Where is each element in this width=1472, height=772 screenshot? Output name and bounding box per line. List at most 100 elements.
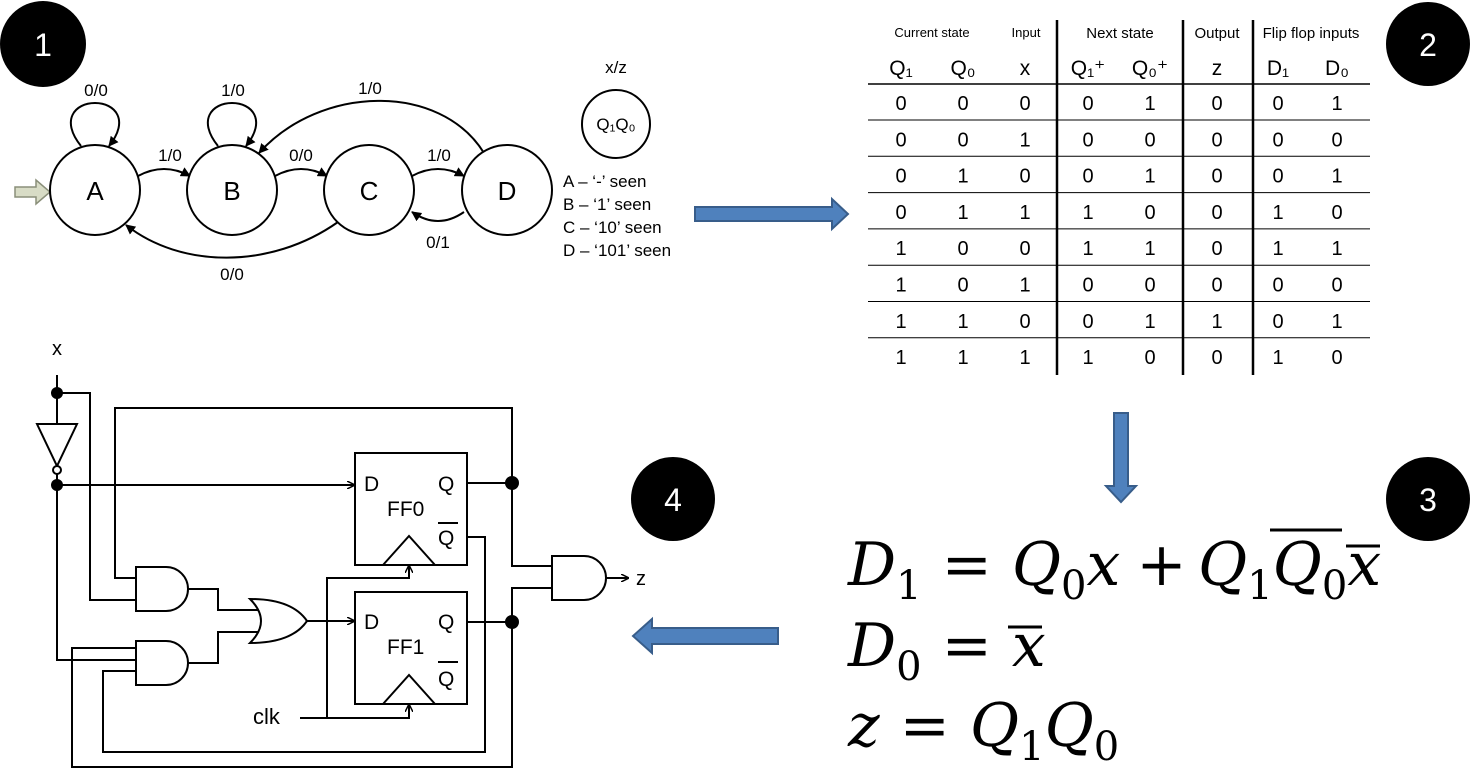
eq1-q1-sub: 1 bbox=[1247, 563, 1272, 609]
table-cell: 1 bbox=[1019, 129, 1030, 151]
table-cell: 0 bbox=[1019, 238, 1030, 260]
table-cell: 1 bbox=[957, 202, 968, 224]
table-cell: 0 bbox=[1144, 129, 1155, 151]
table-cell: 0 bbox=[895, 93, 906, 115]
wire-q0-to-out-and bbox=[511, 483, 552, 567]
table-cell: 1 bbox=[895, 311, 906, 333]
loop-a bbox=[69, 101, 121, 147]
eq1-d: D bbox=[847, 530, 896, 600]
table-column-header: Q₀⁺ bbox=[1132, 57, 1168, 80]
table-cell: 1 bbox=[1082, 238, 1093, 260]
table-cell: 1 bbox=[1331, 166, 1342, 188]
step-badge-4-label: 4 bbox=[664, 482, 682, 518]
eq3-equals: = bbox=[900, 691, 950, 761]
table-cell: 0 bbox=[895, 129, 906, 151]
label-a-b: 1/0 bbox=[158, 146, 182, 165]
table-cell: 1 bbox=[1272, 238, 1283, 260]
table-cell: 1 bbox=[957, 347, 968, 369]
state-c-label: C bbox=[360, 176, 379, 206]
table-cell: 1 bbox=[1272, 347, 1283, 369]
table-cell: 1 bbox=[1272, 202, 1283, 224]
wire-clk-to-ff0 bbox=[326, 566, 409, 718]
state-b bbox=[186, 144, 278, 236]
edge-d-c bbox=[411, 211, 465, 222]
legend-label: x/z bbox=[605, 58, 627, 77]
table-cell: 0 bbox=[1211, 166, 1222, 188]
table-cell: 0 bbox=[1272, 311, 1283, 333]
equation-d0: D0=x bbox=[847, 611, 1046, 690]
table-cell: 1 bbox=[1144, 238, 1155, 260]
step-badge-2: 2 bbox=[1386, 2, 1470, 86]
table-cell: 0 bbox=[1082, 275, 1093, 297]
state-a-label: A bbox=[86, 176, 104, 206]
wire-and2-to-or bbox=[188, 631, 258, 664]
eq3-q0: Q bbox=[1045, 691, 1094, 761]
state-d-label: D bbox=[498, 176, 517, 206]
flip-flop-ff1: D Q FF1 Q bbox=[354, 591, 468, 705]
legend-state-label: Q₁Q₀ bbox=[596, 115, 635, 134]
table-cell: 1 bbox=[1019, 347, 1030, 369]
eq1-equals: = bbox=[942, 530, 992, 600]
equation-z: z=Q1Q0 bbox=[847, 691, 1119, 770]
state-b-label: B bbox=[223, 176, 240, 206]
edge-b-c bbox=[274, 167, 328, 177]
table-cell: 0 bbox=[1082, 93, 1093, 115]
eq1-d-sub: 1 bbox=[896, 563, 921, 609]
edge-a-b bbox=[137, 167, 191, 177]
state-desc-c: C – ‘10’ seen bbox=[563, 218, 662, 237]
table-cell: 1 bbox=[1211, 311, 1222, 333]
table-cell: 0 bbox=[1019, 93, 1030, 115]
wire-x-to-and1 bbox=[57, 392, 136, 601]
eq1-q0-sub: 0 bbox=[1061, 563, 1086, 609]
table-cell: 0 bbox=[1144, 275, 1155, 297]
ff1-name: FF1 bbox=[387, 636, 424, 659]
group-input: Input bbox=[1012, 25, 1041, 40]
eq1-plus: + bbox=[1136, 530, 1186, 600]
table-cell: 0 bbox=[1331, 129, 1342, 151]
table-cell: 1 bbox=[895, 275, 906, 297]
group-next-state: Next state bbox=[1086, 25, 1154, 42]
table-cell: 1 bbox=[1331, 311, 1342, 333]
ff1-qbar-label: Q bbox=[438, 668, 454, 691]
table-cell: 0 bbox=[1019, 166, 1030, 188]
step-badge-1-label: 1 bbox=[34, 27, 52, 63]
wire-q1-feedback bbox=[71, 622, 513, 768]
table-column-header: Q₁ bbox=[889, 57, 912, 80]
table-cell: 0 bbox=[1272, 275, 1283, 297]
state-desc-b: B – ‘1’ seen bbox=[563, 195, 651, 214]
legend-state bbox=[581, 89, 651, 159]
state-c bbox=[323, 144, 415, 236]
group-flip-flop-inputs: Flip flop inputs bbox=[1263, 25, 1360, 42]
or-gate bbox=[247, 597, 309, 645]
ff0-qbar-label: Q bbox=[438, 527, 454, 550]
label-b-self: 1/0 bbox=[221, 81, 245, 100]
table-cell: 1 bbox=[957, 311, 968, 333]
equation-d1: D1=Q0x+ Q1Q0x bbox=[847, 528, 1381, 609]
step-badge-3: 3 bbox=[1386, 457, 1470, 541]
table-cell: 0 bbox=[1082, 311, 1093, 333]
eq1-q0bar-sub: 0 bbox=[1322, 563, 1347, 609]
table-cell: 0 bbox=[1019, 311, 1030, 333]
flow-arrow-right bbox=[694, 196, 850, 232]
svg-text:D0=x: D0=x bbox=[847, 611, 1046, 690]
eq3-q0-sub: 0 bbox=[1094, 724, 1119, 770]
table-cell: 0 bbox=[1211, 347, 1222, 369]
label-c-a: 0/0 bbox=[220, 265, 244, 284]
table-cell: 0 bbox=[895, 166, 906, 188]
svg-text:D1=Q0x+: D1=Q0x+ bbox=[847, 530, 1187, 609]
table-cell: 0 bbox=[1272, 129, 1283, 151]
step-badge-3-label: 3 bbox=[1419, 482, 1437, 518]
table-cell: 0 bbox=[957, 275, 968, 297]
and-gate-1 bbox=[135, 566, 189, 612]
eq2-xbar: x bbox=[1012, 611, 1046, 681]
state-desc-a: A – ‘-’ seen bbox=[563, 172, 646, 191]
state-desc-d: D – ‘101’ seen bbox=[563, 241, 671, 260]
